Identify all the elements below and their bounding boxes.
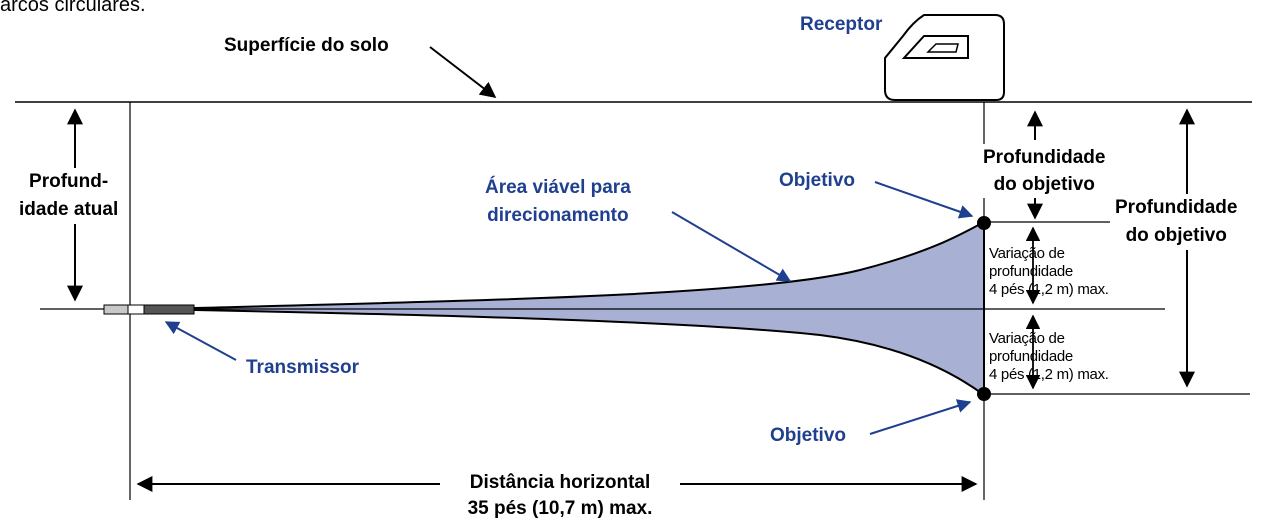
target-bottom-pointer — [869, 399, 972, 435]
target-top-dot — [977, 216, 991, 230]
horizontal-distance-line1: Distância horizontal — [469, 472, 651, 493]
depth-variation-upper-label: Variação de profundidade 4 pés (1,2 m) m… — [989, 245, 1109, 298]
receiver-icon — [884, 14, 1005, 101]
transmitter-label: Transmissor — [246, 357, 359, 378]
receiver-label: Receptor — [800, 14, 883, 35]
horizontal-distance-line2: 35 pés (10,7 m) max. — [467, 498, 653, 519]
header-fragment: arcos circulares. — [0, 0, 146, 16]
ground-surface-label: Superfície do solo — [224, 35, 389, 56]
steering-area-label: Área viável para direcionamento — [485, 177, 631, 226]
target-bottom-label: Objetivo — [770, 425, 847, 446]
target-top-pointer — [874, 181, 974, 219]
target-top-label: Objetivo — [779, 170, 856, 191]
ground-surface-pointer — [429, 46, 497, 98]
current-depth-label: Profund- idade atual — [15, 168, 123, 224]
target-bottom-dot — [977, 387, 991, 401]
depth-variation-lower-label: Variação de profundidade 4 pés (1,2 m) m… — [989, 330, 1109, 383]
target-depth-large-label: Profundidade do objetivo — [1111, 194, 1242, 250]
transmitter-icon — [103, 304, 195, 315]
steering-area-pointer — [671, 211, 792, 282]
target-depth-small-label: Profundidade do objetivo — [979, 144, 1110, 198]
transmitter-pointer — [164, 321, 237, 361]
horizontal-distance-label: Distância horizontal 35 pés (10,7 m) max… — [425, 472, 695, 520]
